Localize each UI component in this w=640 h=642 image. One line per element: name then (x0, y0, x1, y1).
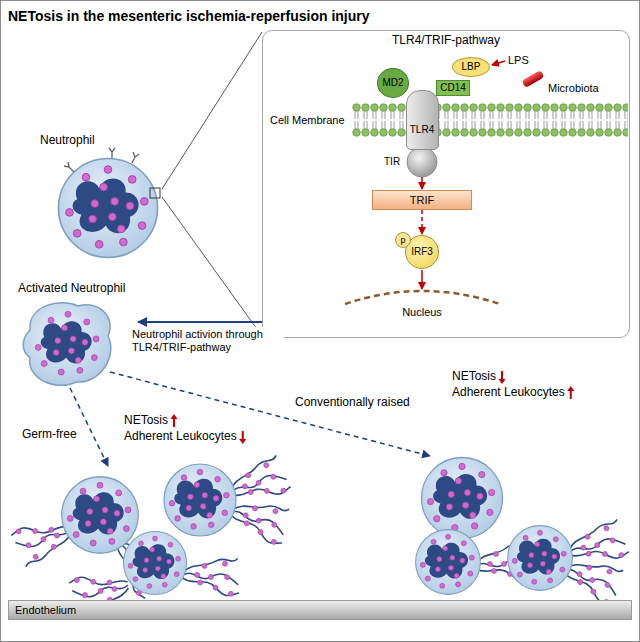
activated-neutrophil (23, 303, 111, 385)
neutrophil-cell (62, 477, 139, 554)
node-text: IRF3 (411, 246, 433, 258)
receptor-symbols (64, 148, 139, 172)
protein-oval: LBP (452, 57, 490, 77)
trend-arrow (239, 431, 246, 444)
inset-panel: TLR4/TRIF-pathwayMD2 CD14 LBP TLR4TIR TRIF pI… (262, 30, 630, 338)
cell-membrane (352, 103, 628, 137)
nucleus-envelope (345, 291, 500, 304)
text-label: Nucleus (402, 306, 442, 319)
dashed-arrow (110, 372, 430, 456)
text-label: Cell Membrane (270, 114, 345, 127)
text-label: LPS (508, 54, 529, 67)
connector (138, 321, 262, 323)
net-strands (181, 551, 244, 597)
neutrophil-cell (59, 159, 158, 258)
protein-box: CD14 (436, 80, 470, 96)
node-text: Neutrophil (40, 134, 162, 148)
receptor-shape: TLR4 (406, 90, 439, 150)
node-text: TIR (384, 156, 400, 168)
cell-nucleus (35, 311, 99, 375)
cell-node: Activated Neutrophil (18, 282, 136, 388)
net-strands (227, 490, 295, 547)
node-text: p (400, 235, 405, 245)
trend-arrow (499, 371, 506, 384)
node-text: TLR4 (410, 124, 434, 136)
cell-node: Neutrophil (40, 134, 162, 262)
connector (421, 210, 423, 234)
node-text: Endothelium (15, 604, 76, 617)
zoom-square (150, 188, 160, 198)
neutrophil-cell (508, 526, 573, 591)
text-label: Adherent Leukocytes (124, 430, 237, 444)
node-text: Activated Neutrophil (18, 282, 136, 296)
dashed-arrow (70, 388, 108, 466)
neutrophil-cell (164, 464, 236, 536)
connector (162, 32, 262, 336)
connector (421, 177, 423, 189)
node-text: TRIF (410, 194, 434, 207)
node-text: MD2 (382, 77, 403, 89)
endothelium-band: Endothelium (8, 600, 632, 620)
node-text: CD14 (440, 82, 466, 94)
text-label: Adherent Leukocytes (452, 386, 565, 400)
net-strands (566, 518, 630, 566)
protein-circle: MD2 (377, 68, 409, 98)
text-label: Germ-free (22, 428, 77, 442)
tir-domain (407, 147, 437, 177)
phospho-circle: p (395, 232, 411, 248)
lps-arrow (492, 61, 505, 65)
text-label: Microbiota (548, 82, 599, 95)
edge-label: Neutrophil activion through TLR4/TRIF-pa… (130, 327, 284, 354)
neutrophil-cell (422, 458, 503, 539)
neutrophil-cell (124, 532, 187, 595)
text-label: NETosis (124, 414, 168, 428)
domain-node: TIR (382, 147, 439, 177)
neutrophil-cell (416, 530, 481, 595)
diagram-title: NETosis in the mesenteric ischemia-reper… (8, 8, 370, 24)
trend-arrow (567, 386, 574, 399)
node-text: TLR4/TRIF-pathway (392, 34, 500, 48)
nucleus-arrow (421, 270, 423, 289)
node-text: LBP (462, 61, 481, 73)
text-label: NETosis (452, 370, 496, 384)
adaptor-box: TRIF (372, 190, 472, 210)
bacterium (521, 70, 544, 88)
text-label: Conventionally raised (295, 396, 410, 410)
trend-arrow (171, 414, 178, 427)
